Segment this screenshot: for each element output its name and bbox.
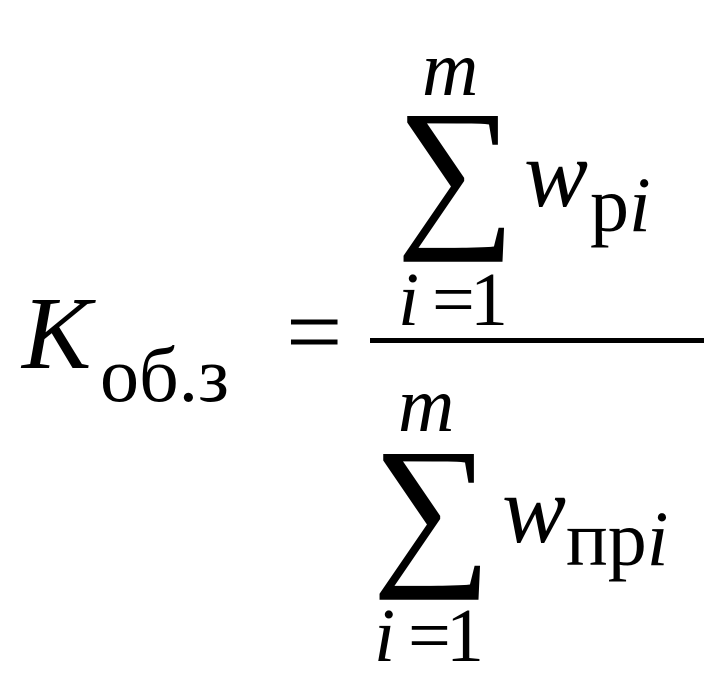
denominator-term-subscript: прi — [566, 500, 668, 578]
lhs-subscript: об.з — [100, 331, 229, 418]
denominator-term-subscript-upright: пр — [566, 495, 647, 582]
fraction-bar — [370, 338, 704, 343]
denominator-term-subscript-index: i — [646, 495, 669, 582]
lhs-symbol: K — [22, 276, 92, 391]
equals-sign: = — [286, 276, 343, 387]
denominator-lower-limit-variable: i — [374, 594, 396, 678]
numerator-term-subscript-index: i — [629, 161, 651, 248]
denominator-lower-limit-value: 1 — [446, 594, 484, 678]
numerator-term-subscript-upright: р — [590, 161, 629, 248]
denominator-term-variable: w — [502, 456, 567, 563]
numerator-term-variable: w — [524, 120, 589, 227]
numerator-lower-limit-value: 1 — [470, 258, 508, 342]
numerator-lower-limit-variable: i — [398, 258, 420, 342]
numerator-sum-operator: ∑ — [396, 77, 516, 263]
numerator-upper-limit: m — [422, 25, 479, 112]
numerator-term-subscript: рi — [590, 166, 651, 244]
denominator-lower-limit-equals: = — [408, 594, 451, 678]
denominator-upper-limit: m — [398, 361, 455, 448]
denominator-sum-operator: ∑ — [372, 415, 492, 601]
numerator-lower-limit-equals: = — [432, 258, 475, 342]
